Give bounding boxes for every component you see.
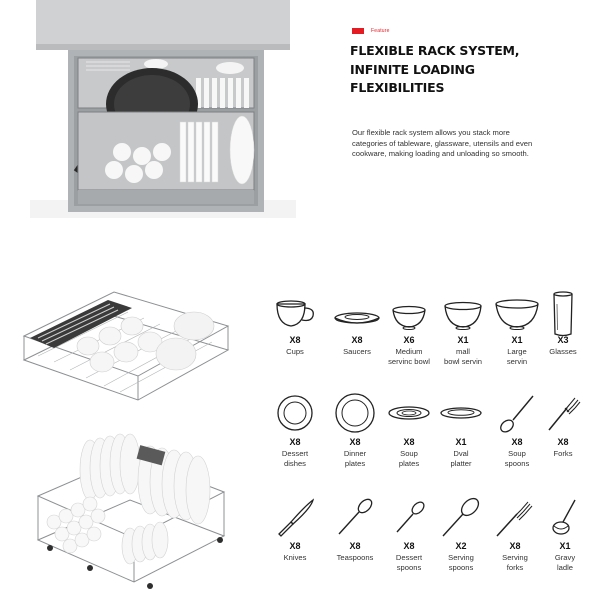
serving-spoon-icon xyxy=(442,497,480,537)
item-qty: X8 xyxy=(349,437,361,447)
item-qty: X8 xyxy=(289,335,301,345)
item-knives: X8 Knives xyxy=(266,496,324,563)
item-qty: X1 xyxy=(511,335,523,345)
fork-icon xyxy=(548,397,581,431)
item-qty: X8 xyxy=(349,541,361,551)
item-qty: X8 xyxy=(557,437,569,447)
knife-icon xyxy=(278,498,315,537)
upper-rack-image xyxy=(22,291,230,401)
item-label: Saucers xyxy=(343,347,371,356)
item-qty: X8 xyxy=(289,541,301,551)
soup-spoon-icon xyxy=(500,395,534,433)
item-qty: X8 xyxy=(403,437,415,447)
item-label: Glasses xyxy=(549,347,577,356)
feature-headline: FLEXIBLE RACK SYSTEM, INFINITE LOADING F… xyxy=(350,42,550,98)
small-bowl-icon xyxy=(444,301,482,330)
teaspoon-icon xyxy=(338,498,373,535)
headline-line: INFINITE LOADING xyxy=(350,61,475,77)
feature-tag: Feature xyxy=(352,28,390,34)
item-glasses: X3 Glasses xyxy=(534,290,592,357)
glass-icon xyxy=(553,291,573,337)
item-cups: X8 Cups xyxy=(266,290,324,357)
saucer-icon xyxy=(334,312,380,324)
gravy-ladle-icon xyxy=(552,499,576,535)
item-qty: X8 xyxy=(511,437,523,447)
item-qty: X3 xyxy=(557,335,569,345)
large-bowl-icon xyxy=(495,299,539,330)
oval-platter-icon xyxy=(440,407,482,419)
cup-icon xyxy=(276,300,314,327)
feature-label: Feature xyxy=(371,28,390,34)
item-qty: X8 xyxy=(351,335,363,345)
lower-rack-image xyxy=(36,433,226,589)
item-qty: X1 xyxy=(455,437,467,447)
feature-description: Our flexible rack system allows you stac… xyxy=(352,128,533,159)
dessert-spoon-icon xyxy=(396,501,425,533)
item-qty: X8 xyxy=(403,541,415,551)
item-label: Knives xyxy=(283,553,307,562)
item-qty: X1 xyxy=(457,335,469,345)
headline-line: FLEXIBILITIES xyxy=(350,80,445,95)
item-saucers: X8 Saucers xyxy=(328,290,386,357)
item-forks: X8 Forks xyxy=(534,392,592,459)
item-qty: X8 xyxy=(289,437,301,447)
item-label: Forks xyxy=(553,449,573,458)
item-label: Teaspoons xyxy=(336,553,374,562)
item-teaspoons: X8 Teaspoons xyxy=(326,496,384,563)
feature-flag-icon xyxy=(352,28,364,34)
dinner-plate-icon xyxy=(335,393,375,433)
item-qty: X2 xyxy=(455,541,467,551)
dessert-dish-icon xyxy=(277,395,313,431)
item-qty: X8 xyxy=(509,541,521,551)
serving-fork-icon xyxy=(496,501,533,537)
headline-line: FLEXIBLE RACK SYSTEM, xyxy=(350,43,520,58)
soup-plate-icon xyxy=(388,406,430,420)
medium-bowl-icon xyxy=(392,305,426,330)
item-qty: X6 xyxy=(403,335,415,345)
item-label: Cups xyxy=(286,347,304,356)
item-qty: X1 xyxy=(559,541,571,551)
dishwasher-interior-image xyxy=(30,0,296,218)
